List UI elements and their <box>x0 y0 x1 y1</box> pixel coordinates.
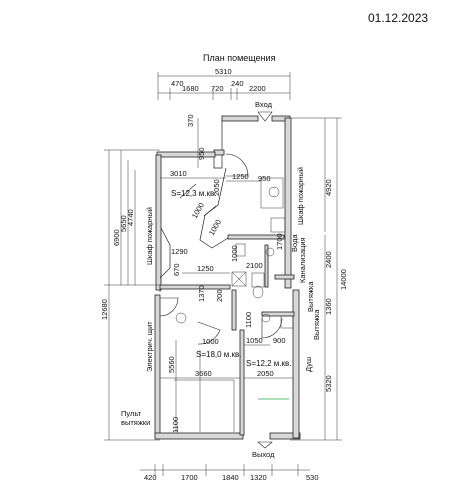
dim-left-12680: 12680 <box>100 299 109 320</box>
dim-200: 200 <box>215 289 224 302</box>
sewage-label: Канализация <box>298 237 307 283</box>
dim-top-240: 240 <box>231 79 244 88</box>
dim-right-14000: 14000 <box>339 269 348 290</box>
room-labels: Шкаф пожарный Шкаф пожарный Вода Канализ… <box>121 167 321 427</box>
dim-1100-b: 1100 <box>244 312 253 328</box>
dim-1250-a: 1250 <box>232 172 249 181</box>
dim-950-b: 950 <box>258 174 271 183</box>
dim-top-2200: 2200 <box>249 84 266 93</box>
dim-1370: 1370 <box>197 285 206 302</box>
dim-left-5560: 5560 <box>167 356 176 373</box>
entrance-label: Вход <box>255 100 273 109</box>
dim-370: 370 <box>186 114 195 127</box>
water-label: Вода <box>290 234 299 252</box>
dim-top-720: 720 <box>211 84 224 93</box>
right-dimensions: 14000 4920 2400 1360 5320 <box>290 117 348 441</box>
inner-dimensions: 3010 1250 950 2050 1000 1000 1290 1700 1… <box>160 169 293 379</box>
dim-1250-b: 1250 <box>197 264 214 273</box>
dim-1000-a: 1000 <box>190 201 206 220</box>
dim-670: 670 <box>172 263 181 276</box>
dim-bottom-1320: 1320 <box>250 473 267 480</box>
dim-bottom-1840: 1840 <box>222 473 239 480</box>
dim-1000-b: 1000 <box>207 218 223 237</box>
dim-2050: 2050 <box>212 179 221 196</box>
dim-bottom-1700: 1700 <box>181 473 198 480</box>
fire-cabinet-left-label: Шкаф пожарный <box>145 207 154 265</box>
exhaust-label-right: Вытяжка <box>312 309 321 340</box>
exit-label: Выход <box>252 450 275 459</box>
plan-title: План помещения <box>203 53 276 63</box>
room-1-area: S=12,3 м.кв. <box>171 189 217 198</box>
dim-950: 950 <box>197 147 206 160</box>
dim-3660: 3660 <box>195 369 212 378</box>
bottom-dimensions: 420 1700 1840 1320 530 <box>140 464 319 480</box>
dim-1000-c: 1000 <box>230 245 239 262</box>
dim-right-1360: 1360 <box>324 298 333 315</box>
exhaust-label-top: Вытяжка <box>306 281 315 312</box>
dim-3010: 3010 <box>170 169 187 178</box>
dim-left-6900: 6900 <box>112 229 121 246</box>
dim-bottom-420: 420 <box>144 473 157 480</box>
dim-left-4740: 4740 <box>126 209 135 226</box>
dim-top-overall: 5310 <box>215 67 232 76</box>
exhaust-remote-label-1: Пульт <box>121 409 142 418</box>
room-3-area: S=12,2 м.кв. <box>246 359 292 368</box>
dim-top-470: 470 <box>171 79 184 88</box>
dim-2100: 2100 <box>246 261 263 270</box>
dim-right-5320: 5320 <box>324 375 333 392</box>
dim-1290: 1290 <box>171 247 188 256</box>
walls <box>154 115 301 440</box>
electrical-panel-label: Электрич. щит <box>145 321 154 372</box>
dim-right-2400: 2400 <box>324 251 333 268</box>
dim-2050-b: 2050 <box>257 369 274 378</box>
dim-left-1100: 1100 <box>171 417 180 433</box>
fire-cabinet-right-label: Шкаф пожарный <box>296 167 305 225</box>
dim-top-1680: 1680 <box>182 84 199 93</box>
exit: Выход <box>252 441 275 459</box>
door-swings <box>159 153 283 345</box>
room-areas: S=12,3 м.кв. S=18,0 м.кв. S=12,2 м.кв. <box>171 189 292 368</box>
date-label: 01.12.2023 <box>368 11 428 25</box>
dim-right-4920: 4920 <box>324 179 333 196</box>
entrance: Вход <box>255 100 273 122</box>
dim-900: 900 <box>273 336 286 345</box>
exhaust-remote-label-2: вытяжки <box>121 418 150 427</box>
shower-label: Душ <box>304 357 313 372</box>
dim-1700: 1700 <box>275 233 284 250</box>
dim-left-5650: 5650 <box>119 215 128 232</box>
dim-bottom-530: 530 <box>306 473 319 480</box>
room-2-area: S=18,0 м.кв. <box>196 350 242 359</box>
dim-1000-d: 1000 <box>202 337 219 346</box>
left-dimensions: 12680 6900 5650 4740 5560 1100 <box>100 149 180 441</box>
dim-1050: 1050 <box>246 336 263 345</box>
top-dimensions: 5310 470 1680 720 240 2200 <box>157 67 291 100</box>
